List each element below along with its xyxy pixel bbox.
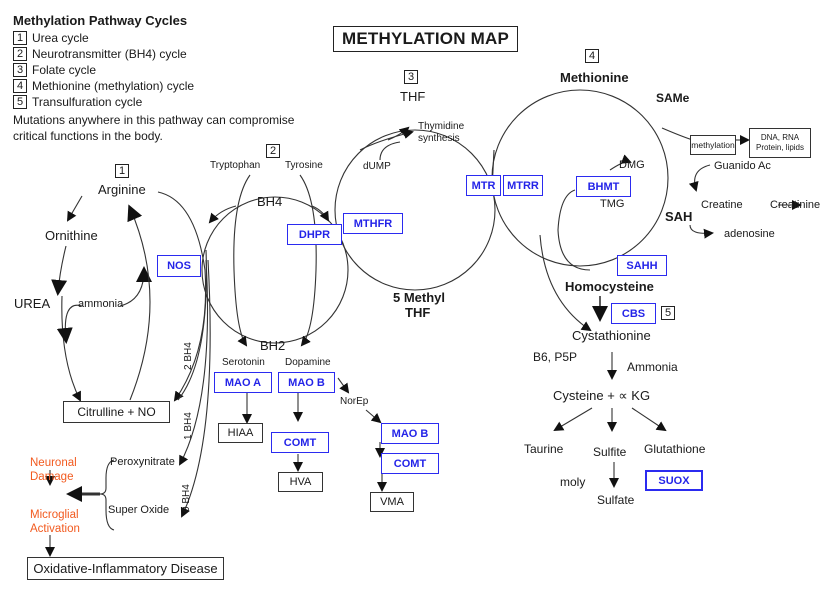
enzyme-mtr[interactable]: MTR bbox=[466, 175, 501, 196]
node-dump: dUMP bbox=[363, 161, 391, 172]
arrow-tryptophan-serotonin bbox=[233, 174, 251, 347]
node-b6-p5p: B6, P5P bbox=[533, 350, 578, 364]
node-hva: HVA bbox=[278, 472, 323, 492]
legend-note: Mutations anywhere in this pathway can c… bbox=[13, 113, 295, 143]
node-same: SAMe bbox=[656, 91, 690, 105]
enzyme-bhmt[interactable]: BHMT bbox=[576, 176, 631, 197]
enzyme-mao-a[interactable]: MAO A bbox=[214, 372, 272, 393]
node-tmg: TMG bbox=[600, 198, 625, 210]
arrow-ammonia-up bbox=[119, 266, 152, 307]
node-bh2: BH2 bbox=[260, 338, 286, 353]
node-methionine: Methionine bbox=[560, 70, 629, 85]
legend-title: Methylation Pathway Cycles bbox=[13, 13, 188, 28]
node-moly: moly bbox=[560, 475, 586, 489]
node-bh4: BH4 bbox=[257, 194, 283, 209]
node-thf: THF bbox=[400, 89, 426, 104]
arrow-tyrosine-dopamine bbox=[299, 174, 317, 347]
node-ammonia-transsulf: Ammonia bbox=[627, 360, 678, 374]
node-ammonia: ammonia bbox=[78, 298, 124, 310]
page-title: METHYLATION MAP bbox=[333, 26, 519, 52]
node-sah: SAH bbox=[665, 209, 693, 224]
node-norep: NorEp bbox=[340, 396, 369, 407]
label-0-bh4: 0 BH4 bbox=[181, 484, 192, 512]
enzyme-mao-b[interactable]: MAO B bbox=[278, 372, 335, 393]
enzyme-comt[interactable]: COMT bbox=[271, 432, 329, 453]
arrow-urea-citrulline bbox=[61, 295, 81, 402]
label-microglial-activation: Microglial Activation bbox=[30, 509, 80, 535]
node-urea: UREA bbox=[14, 296, 51, 311]
enzyme-nos[interactable]: NOS bbox=[157, 255, 201, 277]
node-tyrosine: Tyrosine bbox=[285, 160, 323, 171]
node-taurine: Taurine bbox=[524, 442, 564, 456]
enzyme-mao-b-norep[interactable]: MAO B bbox=[381, 423, 439, 444]
node-arginine: Arginine bbox=[98, 182, 146, 197]
enzyme-suox[interactable]: SUOX bbox=[645, 470, 703, 491]
label-2-bh4: 2 BH4 bbox=[183, 342, 194, 370]
node-homocysteine: Homocysteine bbox=[565, 279, 654, 294]
arrow-bh4-right bbox=[311, 205, 330, 222]
cycle-marker-1: 1 bbox=[115, 164, 129, 178]
node-tryptophan: Tryptophan bbox=[210, 160, 261, 171]
node-5-methyl: 5 Methyl bbox=[393, 290, 446, 305]
enzyme-mtrr[interactable]: MTRR bbox=[503, 175, 543, 196]
node-creatinine: Creatinine bbox=[770, 199, 821, 211]
node-dna-rna-protein: DNA, RNA Protein, lipids bbox=[749, 128, 811, 158]
label-neuronal-damage: Neuronal Damage bbox=[30, 457, 77, 483]
arrow-citrulline-arginine bbox=[127, 204, 151, 401]
node-oxidative-inflammatory-disease: Oxidative-Inflammatory Disease bbox=[27, 557, 224, 580]
arrow-ammonia-down bbox=[56, 304, 83, 344]
node-dmg: DMG bbox=[619, 159, 645, 171]
node-cysteine-akg: Cysteine + ∝ KG bbox=[553, 388, 651, 403]
arrow-arginine-nos bbox=[157, 191, 207, 402]
bh4-cycle bbox=[201, 196, 349, 344]
node-hiaa: HIAA bbox=[218, 423, 263, 443]
node-superoxide: Super Oxide bbox=[108, 504, 170, 516]
node-glutathione: Glutathione bbox=[644, 442, 706, 456]
node-vma: VMA bbox=[370, 492, 414, 512]
node-cystathionine: Cystathionine bbox=[572, 328, 651, 343]
enzyme-dhpr[interactable]: DHPR bbox=[287, 224, 342, 245]
enzyme-cbs[interactable]: CBS bbox=[611, 303, 656, 324]
cycle-marker-5: 5 bbox=[661, 306, 675, 320]
node-adenosine: adenosine bbox=[724, 228, 775, 240]
node-methylation: methylation bbox=[690, 135, 736, 155]
enzyme-comt-norep[interactable]: COMT bbox=[381, 453, 439, 474]
enzyme-sahh[interactable]: SAHH bbox=[617, 255, 667, 276]
cycle-marker-2: 2 bbox=[266, 144, 280, 158]
node-5-methyl-thf: THF bbox=[405, 305, 431, 320]
node-thymidine-synthesis: Thymidine synthesis bbox=[418, 121, 465, 144]
node-sulfate: Sulfate bbox=[597, 493, 635, 507]
enzyme-mthfr[interactable]: MTHFR bbox=[343, 213, 403, 234]
node-creatine: Creatine bbox=[701, 199, 743, 211]
arrow-ornithine-urea bbox=[51, 245, 68, 296]
folate-cycle bbox=[334, 129, 496, 291]
node-peroxynitrate: Peroxynitrate bbox=[110, 456, 175, 468]
node-ornithine: Ornithine bbox=[45, 228, 98, 243]
node-citrulline-no: Citrulline + NO bbox=[63, 401, 170, 423]
label-1-bh4: 1 BH4 bbox=[183, 412, 194, 440]
cycle-marker-3: 3 bbox=[404, 70, 418, 84]
node-serotonin: Serotonin bbox=[222, 357, 265, 368]
node-guanido-ac: Guanido Ac bbox=[714, 160, 771, 172]
arrow-arginine-ornithine bbox=[66, 195, 83, 222]
cycle-marker-4: 4 bbox=[585, 49, 599, 63]
arrow-0bh4 bbox=[180, 259, 211, 518]
arrow-bh4-left bbox=[208, 205, 237, 224]
arrow-1bh4 bbox=[179, 259, 209, 466]
node-sulfite: Sulfite bbox=[593, 445, 627, 459]
node-dopamine: Dopamine bbox=[285, 357, 331, 368]
